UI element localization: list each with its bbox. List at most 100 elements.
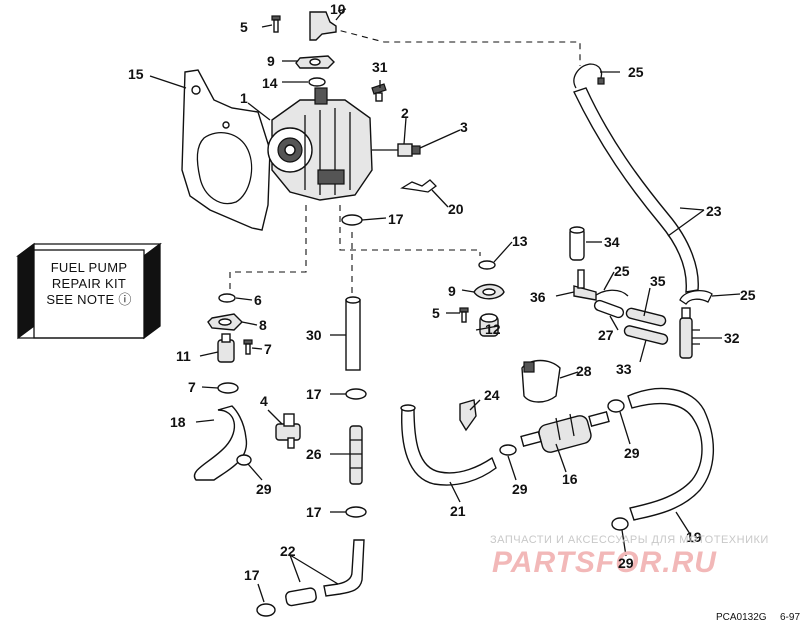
- dashed-connection-lines: [229, 27, 581, 295]
- part-15-bracket-plate: [181, 69, 271, 231]
- part-23-hose: [573, 87, 699, 293]
- part-17-clamp-1: [341, 214, 363, 226]
- part-29-clamp-2: [499, 444, 517, 456]
- callout-25: 25: [740, 287, 756, 303]
- callout-10: 10: [330, 1, 346, 17]
- callout-17: 17: [306, 386, 322, 402]
- callout-3: 3: [460, 119, 468, 135]
- part-35-tube: [625, 307, 667, 327]
- watermark-tagline: ЗАПЧАСТИ И АКСЕССУАРЫ ДЛЯ МОТОТЕХНИКИ: [490, 534, 769, 546]
- part-10-elbow-fitting: [309, 11, 337, 41]
- callout-34: 34: [604, 234, 620, 250]
- part-28-strap: [521, 359, 561, 403]
- callout-36: 36: [530, 289, 546, 305]
- part-29-clamp-4: [611, 517, 629, 531]
- callout-9: 9: [448, 283, 456, 299]
- callout-28: 28: [576, 363, 592, 379]
- callout-20: 20: [448, 201, 464, 217]
- callout-33: 33: [616, 361, 632, 377]
- part-8-gasket: [207, 313, 243, 331]
- part-6-o-ring: [218, 293, 236, 303]
- callout-12: 12: [485, 321, 501, 337]
- part-1-fuel-pump: [267, 87, 400, 201]
- callout-8: 8: [259, 317, 267, 333]
- part-34-plug: [569, 226, 585, 261]
- callout-13: 13: [512, 233, 528, 249]
- part-33-tube: [623, 325, 669, 345]
- callout-7: 7: [188, 379, 196, 395]
- part-18-hose: [193, 405, 248, 481]
- callout-4: 4: [260, 393, 268, 409]
- part-13-o-ring: [478, 260, 496, 270]
- callout-17: 17: [306, 504, 322, 520]
- repair-kit-note-box: FUEL PUMP REPAIR KIT SEE NOTE ⓘ: [16, 242, 162, 340]
- part-30-tube: [345, 296, 361, 371]
- part-22-hose: [285, 539, 365, 607]
- callout-7: 7: [264, 341, 272, 357]
- part-17-clamp-4: [256, 603, 276, 617]
- part-36-tee-fitting: [573, 269, 597, 301]
- leader-lines: [149, 8, 741, 603]
- part-16-fuel-filter: [520, 410, 610, 453]
- callout-5: 5: [240, 19, 248, 35]
- callout-19: 19: [686, 529, 702, 545]
- callout-9: 9: [267, 53, 275, 69]
- figure-code-date: 6-97: [780, 612, 800, 623]
- callout-6: 6: [254, 292, 262, 308]
- part-12-fitting: [479, 313, 499, 337]
- callout-15: 15: [128, 66, 144, 82]
- part-27-tube: [593, 299, 625, 319]
- figure-code-id: PCA0132G: [716, 612, 767, 623]
- part-26-strainer: [349, 425, 363, 485]
- callout-29: 29: [624, 445, 640, 461]
- part-29-clamp-1: [236, 454, 252, 466]
- part-4-check-valve: [275, 413, 301, 449]
- callout-1: 1: [240, 90, 248, 106]
- part-5-screw-top: [271, 15, 281, 33]
- callout-16: 16: [562, 471, 578, 487]
- callout-29: 29: [256, 481, 272, 497]
- callout-31: 31: [372, 59, 388, 75]
- note-line-3: SEE NOTE ⓘ: [46, 292, 131, 307]
- callout-14: 14: [262, 75, 278, 91]
- callout-22: 22: [280, 543, 296, 559]
- callout-21: 21: [450, 503, 466, 519]
- callout-32: 32: [724, 330, 740, 346]
- callout-24: 24: [484, 387, 500, 403]
- part-24-valve: [459, 399, 477, 432]
- callout-26: 26: [306, 446, 322, 462]
- callout-29: 29: [618, 555, 634, 571]
- watermark: ЗАПЧАСТИ И АКСЕССУАРЫ ДЛЯ МОТОТЕХНИКИ PA…: [490, 534, 769, 579]
- part-21-hose: [400, 404, 497, 486]
- callout-25: 25: [628, 64, 644, 80]
- part-19-hose: [627, 387, 714, 521]
- watermark-logo: PARTSFOR.RU: [492, 546, 717, 579]
- part-17-clamp-2: [345, 388, 367, 400]
- part-5-screw-middle: [459, 307, 469, 323]
- part-25-clamp-middle: [591, 289, 629, 299]
- part-29-clamp-3: [607, 399, 625, 413]
- callout-17: 17: [244, 567, 260, 583]
- callout-29: 29: [512, 481, 528, 497]
- part-20-clip: [400, 179, 437, 193]
- part-2-3-sensor: [397, 143, 421, 157]
- part-9-gasket-top: [295, 55, 335, 69]
- callout-30: 30: [306, 327, 322, 343]
- part-25-clamp-right: [679, 289, 713, 305]
- callout-17: 17: [388, 211, 404, 227]
- callout-27: 27: [598, 327, 614, 343]
- callout-25: 25: [614, 263, 630, 279]
- part-17-clamp-3: [345, 506, 367, 518]
- figure-code: PCA0132G 6-97: [716, 612, 800, 623]
- part-7-clamp-lower: [217, 382, 239, 394]
- note-line-1: FUEL PUMP: [51, 260, 128, 275]
- note-line-2: REPAIR KIT: [52, 276, 126, 291]
- callout-5: 5: [432, 305, 440, 321]
- part-7-screw-upper: [243, 339, 253, 355]
- callout-18: 18: [170, 414, 186, 430]
- part-31-screw: [371, 83, 387, 102]
- part-9-gasket-middle: [473, 283, 505, 300]
- callout-11: 11: [176, 348, 191, 364]
